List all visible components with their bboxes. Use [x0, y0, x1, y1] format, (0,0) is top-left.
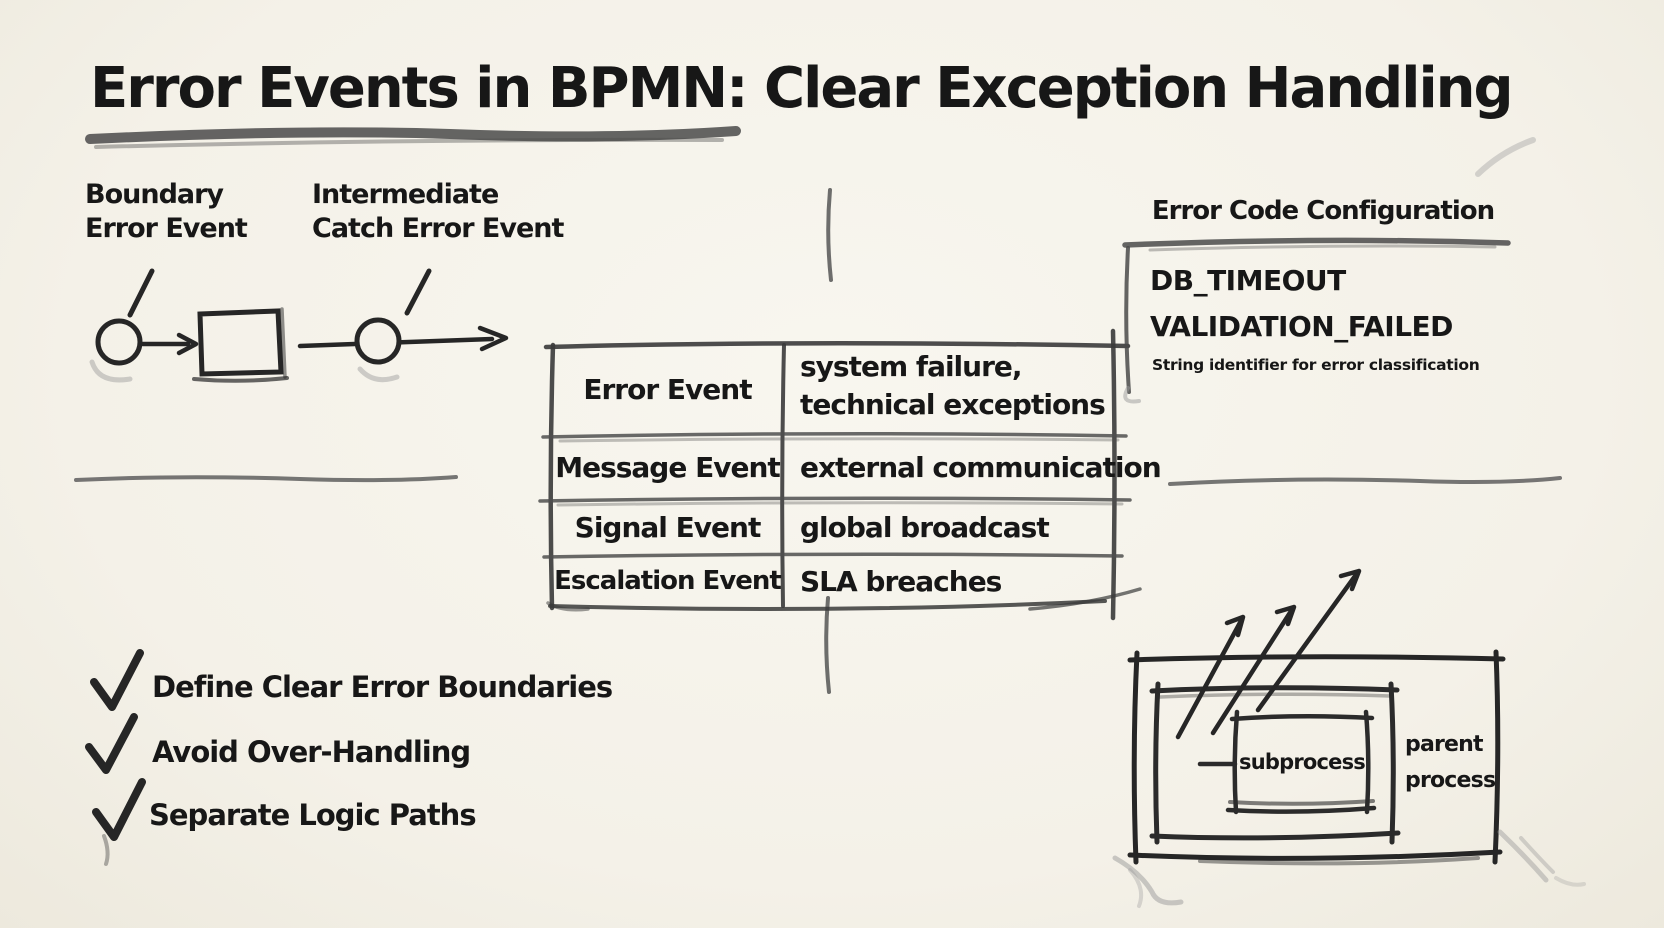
- page-title: Error Events in BPMN: Clear Exception Ha…: [90, 56, 1514, 121]
- checkmark-icon: [90, 649, 144, 711]
- smudge-top-right: [1475, 137, 1536, 177]
- table-cell-desc: SLA breaches: [800, 565, 1002, 598]
- error-code-panel-frame: [1122, 237, 1511, 404]
- checklist-item: Separate Logic Paths: [149, 798, 477, 832]
- title-underline-stroke: [85, 126, 741, 149]
- parent-label-line2: process: [1405, 768, 1496, 793]
- smudge-bottom: [1112, 829, 1586, 908]
- error-code-note: String identifier for error classificati…: [1152, 356, 1480, 374]
- boundary-label-line2: Error Event: [85, 213, 248, 244]
- intermediate-catch-event-icon: [297, 268, 509, 383]
- boundary-error-event-label: Boundary Error Event: [85, 178, 248, 246]
- boundary-error-event-icon: [89, 268, 289, 383]
- subprocess-scope-box: [1149, 681, 1401, 845]
- subprocess-label: subprocess: [1239, 750, 1366, 774]
- table-cell-desc: technical exceptions: [800, 388, 1106, 421]
- escalation-arrows: [1175, 568, 1362, 740]
- checklist-item: Define Clear Error Boundaries: [152, 670, 613, 704]
- intermediate-catch-event-label: Intermediate Catch Error Event: [312, 178, 564, 246]
- checkmark-icon: [85, 713, 138, 774]
- table-cell-event: Escalation Event: [554, 566, 782, 596]
- event-table-grid: [538, 328, 1142, 621]
- error-code-value: DB_TIMEOUT: [1150, 264, 1346, 297]
- boundary-label-line1: Boundary: [85, 179, 224, 210]
- table-cell-event: Signal Event: [574, 511, 762, 544]
- checklist-item: Avoid Over-Handling: [152, 735, 471, 769]
- checkmark-icons: [85, 649, 146, 866]
- parent-label-line1: parent: [1405, 732, 1484, 757]
- checkmark-icon: [92, 778, 146, 841]
- error-code-panel-title: Error Code Configuration: [1151, 196, 1495, 226]
- subprocess-box: [1197, 709, 1377, 815]
- table-cell-event: Error Event: [583, 373, 752, 406]
- divider-line-right: [1168, 476, 1562, 486]
- intermediate-label-line2: Catch Error Event: [312, 213, 564, 244]
- parent-process-box: [1127, 649, 1506, 866]
- intermediate-label-line1: Intermediate: [312, 179, 499, 210]
- table-cell-desc: external communication: [800, 451, 1162, 484]
- parent-process-label: parent process: [1405, 727, 1496, 799]
- table-cell-desc: global broadcast: [800, 511, 1050, 544]
- table-cell-event: Message Event: [555, 451, 781, 484]
- divider-line-left: [74, 475, 458, 483]
- table-cell-desc: system failure,: [800, 350, 1023, 383]
- divider-tick-bottom: [824, 596, 831, 694]
- error-code-value: VALIDATION_FAILED: [1150, 310, 1453, 343]
- divider-tick-top: [826, 188, 833, 282]
